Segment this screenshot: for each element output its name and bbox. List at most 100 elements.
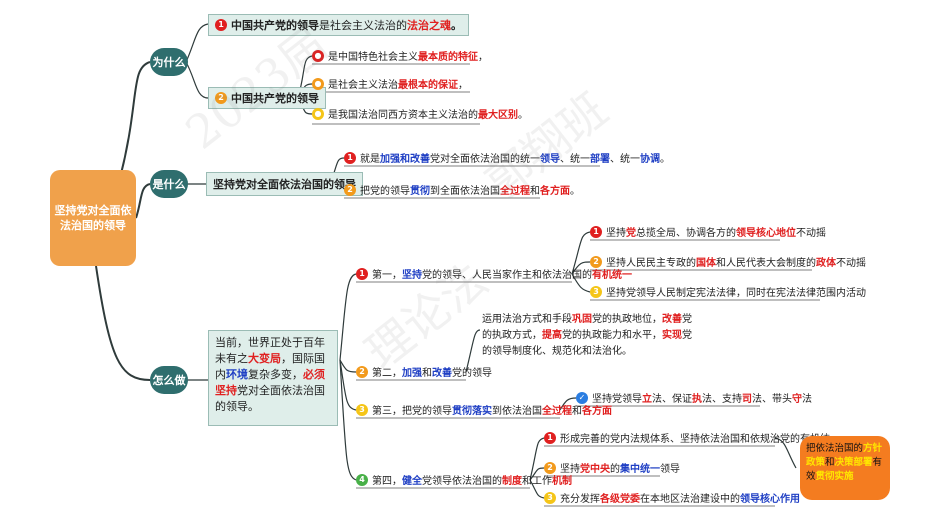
text: 。 bbox=[660, 154, 670, 165]
emphasis: 部署 bbox=[590, 154, 610, 165]
emphasis: 决策部署 bbox=[834, 457, 873, 468]
text: 法 bbox=[802, 394, 812, 405]
emphasis: 全过程 bbox=[542, 406, 572, 417]
emphasis: 方针政策 bbox=[806, 443, 883, 468]
why-item-1-emphasis: 法治之魂 bbox=[407, 19, 451, 32]
text: 到全面依法治国 bbox=[430, 186, 500, 197]
text: ，国际国内 bbox=[215, 352, 325, 381]
emphasis: 立 bbox=[642, 394, 652, 405]
link-root-why bbox=[119, 61, 151, 179]
branch-what[interactable]: 是什么 bbox=[150, 170, 188, 198]
emphasis: 司 bbox=[742, 394, 752, 405]
emphasis: 领导核心作用 bbox=[740, 494, 800, 505]
branch-why[interactable]: 为什么 bbox=[150, 48, 188, 76]
text: 把依法治国的 bbox=[806, 443, 864, 454]
number-badge: 2 bbox=[215, 92, 227, 104]
text: 党对全面依法治国的领导。 bbox=[215, 384, 325, 413]
text: 党的执政能力和水平， bbox=[562, 330, 662, 341]
why-sub-3-punct: 。 bbox=[518, 110, 528, 121]
text: 坚持 bbox=[560, 464, 580, 475]
text: 坚持党领导 bbox=[592, 394, 642, 405]
text: 不动摇 bbox=[836, 258, 866, 269]
number-badge: 1 bbox=[344, 151, 356, 164]
number-badge: 2 bbox=[544, 461, 556, 474]
number-badge: 2 bbox=[356, 365, 368, 378]
text: 法、带头 bbox=[752, 394, 792, 405]
how-two[interactable]: 2 第二，加强和改善党的领导 bbox=[356, 364, 492, 379]
text: 。 bbox=[570, 186, 580, 197]
branch-how-label: 怎么做 bbox=[152, 374, 186, 387]
why-sub-1-punct: ， bbox=[478, 52, 488, 63]
how-three[interactable]: 3 第三，把党的领导贯彻落实到依法治国全过程和各方面 bbox=[356, 402, 612, 417]
how-four-sub-2: 2 坚持党中央的集中统一领导 bbox=[544, 460, 680, 475]
how-three-sub: ✓ 坚持党领导立法、保证执法、支持司法、带头守法 bbox=[576, 390, 812, 405]
bullet-icon: ● bbox=[312, 49, 324, 62]
emphasis: 政体 bbox=[816, 258, 836, 269]
emphasis: 加强和改善 bbox=[380, 154, 430, 165]
text: 和 bbox=[825, 457, 835, 468]
how-one-sub-3: 3 坚持党领导人民制定宪法法律，同时在宪法法律范围内活动 bbox=[590, 284, 866, 299]
text: 运用法治方式和手段 bbox=[482, 314, 572, 325]
text: 党的执政方式， bbox=[482, 314, 692, 341]
emphasis: 必须坚持 bbox=[215, 368, 325, 397]
root-label: 坚持党对全面依法治国的领导 bbox=[54, 204, 132, 232]
emphasis: 协调 bbox=[640, 154, 660, 165]
why-sub-3-text: 是我国法治同西方资本主义法治的 bbox=[328, 110, 478, 121]
link-four-c bbox=[529, 479, 545, 499]
text: 当前，世界正处于百年未有之 bbox=[215, 336, 325, 365]
why-item-2-label: 中国共产党的领导 bbox=[231, 92, 319, 105]
check-icon: ✓ bbox=[576, 391, 588, 404]
text: 在本地区法治建设中的 bbox=[640, 494, 740, 505]
branch-what-label: 是什么 bbox=[152, 178, 186, 191]
emphasis: 贯彻 bbox=[410, 186, 430, 197]
how-one-sub-1: 1 坚持党总揽全局、协调各方的领导核心地位不动摇 bbox=[590, 224, 826, 239]
how-context[interactable]: 当前，世界正处于百年未有之大变局，国际国内环境复杂多变，必须坚持党对全面依法治国… bbox=[208, 330, 338, 426]
emphasis: 坚持 bbox=[402, 270, 422, 281]
link-three bbox=[559, 397, 577, 411]
number-badge: 1 bbox=[590, 225, 602, 238]
summary-node[interactable]: 把依法治国的方针政策和决策部署有效贯彻实施 bbox=[800, 436, 890, 500]
why-item-2[interactable]: 2 中国共产党的领导 bbox=[208, 87, 326, 109]
text: 第一， bbox=[372, 270, 402, 281]
text: 党领导依法治国的 bbox=[422, 476, 502, 487]
text: 党的领导制度化、规范化和法治化。 bbox=[482, 330, 692, 357]
emphasis: 执 bbox=[692, 394, 702, 405]
what-node[interactable]: 坚持党对全面依法治国的领导 bbox=[206, 172, 363, 196]
text: 和人民代表大会制度的 bbox=[716, 258, 816, 269]
root-node[interactable]: 坚持党对全面依法治国的领导 bbox=[50, 170, 136, 266]
link-two bbox=[465, 329, 481, 373]
text: 领导 bbox=[660, 464, 680, 475]
number-badge: 1 bbox=[215, 19, 227, 31]
text: 坚持党领导人民制定宪法法律，同时在宪法法律范围内活动 bbox=[606, 288, 866, 299]
number-badge: 3 bbox=[356, 403, 368, 416]
why-item-1-punct: 。 bbox=[451, 19, 462, 32]
emphasis: 党 bbox=[626, 228, 636, 239]
text: 、统一 bbox=[610, 154, 640, 165]
link-one-a bbox=[571, 231, 591, 275]
text: 的 bbox=[610, 464, 620, 475]
why-item-1[interactable]: 1 中国共产党的领导 是社会主义法治的 法治之魂 。 bbox=[208, 14, 469, 36]
emphasis: 集中统一 bbox=[620, 464, 660, 475]
how-four-sub-1: 1 形成完善的党内法规体系、坚持依法治国和依规治党的有机统一 bbox=[544, 430, 840, 445]
emphasis: 机制 bbox=[552, 476, 572, 487]
text: 党的执政地位， bbox=[592, 314, 662, 325]
number-badge: 4 bbox=[356, 473, 368, 486]
text: 党的领导 bbox=[452, 368, 492, 379]
text: 和 bbox=[572, 406, 582, 417]
text: 和工作 bbox=[522, 476, 552, 487]
emphasis: 全过程 bbox=[500, 186, 530, 197]
how-one-sub-2: 2 坚持人民民主专政的国体和人民代表大会制度的政体不动摇 bbox=[590, 254, 866, 269]
number-badge: 3 bbox=[590, 285, 602, 298]
how-two-text: 运用法治方式和手段巩固党的执政地位，改善党的执政方式，提高党的执政能力和水平，实… bbox=[482, 312, 694, 360]
emphasis: 加强 bbox=[402, 368, 422, 379]
why-sub-2-text: 是社会主义法治 bbox=[328, 80, 398, 91]
how-four[interactable]: 4 第四，健全党领导依法治国的制度和工作机制 bbox=[356, 472, 572, 487]
text: 党对全面依法治国的统一 bbox=[430, 154, 540, 165]
text: 就是 bbox=[360, 154, 380, 165]
branch-how[interactable]: 怎么做 bbox=[150, 366, 188, 394]
text: 和 bbox=[530, 186, 540, 197]
emphasis: 环境 bbox=[226, 368, 248, 381]
how-one[interactable]: 1 第一，坚持党的领导、人民当家作主和依法治国的有机统一 bbox=[356, 266, 632, 281]
bullet-icon: ● bbox=[312, 77, 324, 90]
number-badge: 1 bbox=[544, 431, 556, 444]
